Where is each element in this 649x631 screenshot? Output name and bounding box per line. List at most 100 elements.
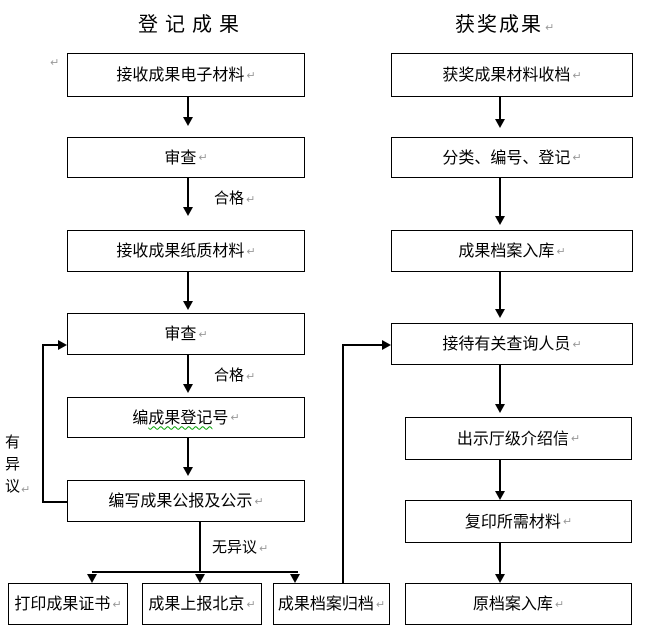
arrow-head-down	[495, 491, 505, 500]
arrow-head-right	[58, 340, 67, 350]
edge-label-no-objection: 无异议↵	[212, 540, 268, 555]
box-label: 审查	[164, 147, 197, 167]
flow-box-report-to-beijing: 成果上报北京↵	[142, 583, 262, 625]
arrow-head-down	[495, 404, 505, 413]
box-label: 成果档案归档	[277, 594, 374, 613]
flow-box-show-introduction-letter: 出示厅级介绍信↵	[405, 417, 632, 460]
arrow-head-down	[495, 574, 505, 583]
paragraph-mark: ↵	[556, 244, 566, 258]
box-label: 获奖成果材料收档	[442, 65, 571, 84]
arrow-stem	[187, 272, 189, 301]
paragraph-mark: ↵	[375, 597, 386, 611]
arrow-stem	[499, 178, 501, 216]
box-label: 号	[212, 407, 229, 427]
feedback-line-vertical	[42, 344, 44, 503]
arrow-head-down	[183, 207, 193, 216]
flow-box-archive-result-files: 成果档案归档↵	[273, 583, 390, 625]
arrow-head-down	[195, 574, 205, 583]
arrow-stem	[499, 460, 501, 491]
feedback-line-top	[42, 344, 58, 346]
flow-box-receive-inquirers: 接待有关查询人员↵	[391, 323, 633, 365]
paragraph-mark: ↵	[112, 597, 122, 611]
edge-label-text: 合格	[214, 366, 245, 384]
paragraph-mark: ↵	[230, 411, 240, 424]
arrow-stem	[499, 365, 501, 404]
box-label: 原档案入库	[472, 594, 553, 613]
branch-crossbar	[92, 571, 298, 573]
flow-box-receive-paper-materials: 接收成果纸质材料↵	[67, 230, 305, 272]
paragraph-mark: ↵	[554, 597, 565, 611]
paragraph-mark: ↵	[562, 515, 573, 528]
paragraph-mark: ↵	[246, 193, 256, 206]
paragraph-mark: ↵	[246, 597, 256, 611]
arrow-stem	[187, 178, 189, 207]
flow-box-review-1: 审查↵	[67, 137, 305, 178]
edge-label-text: 无异议	[212, 538, 258, 556]
arrow-head-down	[87, 574, 97, 583]
paragraph-mark: ↵	[246, 370, 256, 383]
spellcheck-underlined-text: 成果登记	[148, 407, 213, 427]
flow-box-classify-number-register: 分类、编号、登记↵	[391, 137, 633, 178]
arrow-head-down	[183, 384, 193, 393]
paragraph-mark: ↵	[50, 56, 60, 69]
box-label: 接收成果纸质材料	[116, 241, 245, 260]
arrow-head-down	[183, 117, 193, 126]
arrow-head-down	[495, 119, 505, 128]
flow-box-copy-materials: 复印所需材料↵	[405, 500, 632, 543]
box-label: 编	[132, 407, 149, 427]
flow-box-receive-electronic-materials: 接收成果电子材料↵	[67, 53, 305, 97]
arrow-stem	[187, 438, 189, 467]
paragraph-mark: ↵	[246, 68, 256, 82]
box-label: 接收成果电子材料	[116, 65, 245, 84]
box-label: 审查	[164, 324, 197, 343]
edge-label-qualified-1: 合格↵	[214, 191, 255, 206]
box-label: 接待有关查询人员	[442, 334, 571, 353]
paragraph-mark: ↵	[572, 151, 582, 164]
box-label: 复印所需材料	[464, 511, 561, 531]
arrow-head-down	[495, 216, 505, 225]
paragraph-mark: ↵	[21, 483, 31, 496]
branch-stem	[199, 522, 201, 573]
arrow-head-right	[382, 340, 391, 350]
box-label: 编写成果公报及公示	[108, 491, 253, 510]
paragraph-mark: ↵	[572, 337, 582, 351]
feedback-line-bottom	[42, 501, 68, 503]
edge-label-qualified-2: 合格↵	[214, 368, 255, 383]
arrow-stem	[499, 272, 501, 309]
edge-label-objection: 有异议	[5, 433, 21, 495]
column-title-award-text: 获奖成果	[455, 12, 543, 36]
arrow-head-down	[290, 574, 300, 583]
arrow-head-down	[183, 467, 193, 476]
paragraph-mark: ↵	[246, 244, 256, 258]
column-title-registration: 登记成果	[138, 14, 246, 34]
paragraph-mark: ↵	[259, 542, 269, 555]
arrow-head-down	[495, 309, 505, 318]
box-label: 出示厅级介绍信	[456, 428, 569, 448]
flow-box-write-bulletin-publicity: 编写成果公报及公示↵	[67, 480, 305, 522]
arrow-stem	[499, 97, 501, 119]
box-label: 打印成果证书	[14, 594, 111, 613]
flow-box-collect-award-materials: 获奖成果材料收档↵	[391, 53, 633, 97]
box-label: 成果档案入库	[458, 241, 555, 260]
paragraph-mark: ↵	[198, 151, 208, 164]
paragraph-mark: ↵	[545, 21, 557, 34]
connector-line-horizontal	[343, 344, 382, 346]
flow-box-review-2: 审查↵	[67, 313, 305, 355]
box-label: 分类、编号、登记	[442, 147, 571, 167]
paragraph-mark: ↵	[572, 68, 582, 82]
connector-line-vertical	[342, 344, 344, 583]
flow-box-print-certificate: 打印成果证书↵	[8, 583, 128, 625]
paragraph-mark: ↵	[198, 327, 208, 341]
arrow-stem	[499, 543, 501, 574]
box-label: 成果上报北京	[148, 594, 245, 613]
arrow-stem	[187, 97, 189, 117]
flow-box-results-archive-storage: 成果档案入库↵	[391, 230, 633, 272]
paragraph-mark: ↵	[570, 432, 581, 445]
arrow-head-down	[183, 301, 193, 310]
flow-box-original-archive-storage: 原档案入库↵	[405, 583, 632, 625]
paragraph-mark: ↵	[254, 494, 264, 508]
column-title-registration-text: 登记成果	[138, 12, 246, 36]
column-title-award: 获奖成果↵	[455, 14, 556, 34]
arrow-stem	[187, 355, 189, 384]
